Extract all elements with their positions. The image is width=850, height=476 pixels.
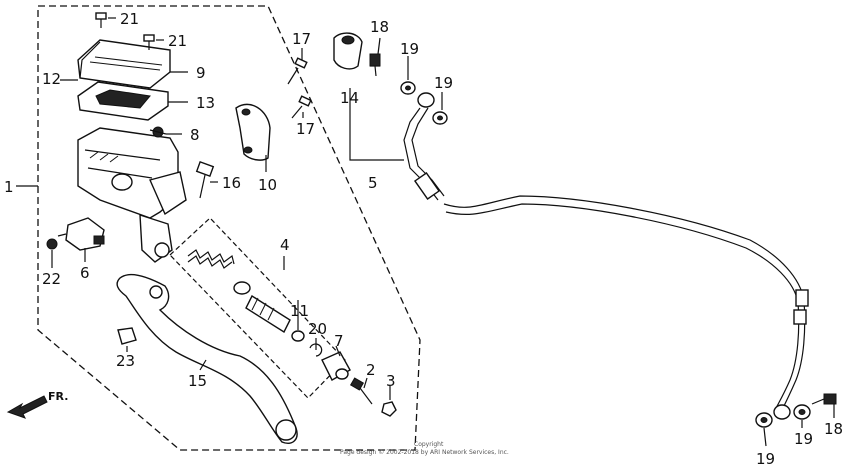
boot-7: [321, 351, 351, 381]
callout-23: 23: [116, 352, 135, 370]
screw-21-top: [95, 12, 107, 28]
callout-10: 10: [258, 176, 277, 194]
holder-10: [235, 103, 271, 161]
copyright-line-2: Page design © 2002-2018 by ARI Network S…: [340, 449, 509, 456]
callout-2: 2: [366, 361, 376, 379]
spring: [187, 249, 235, 269]
banjo-bolt-18-top: [369, 53, 381, 77]
callout-22: 22: [42, 270, 61, 288]
cap-23: [117, 327, 137, 345]
bolt-17-lower: [291, 95, 312, 119]
callout-19-b: 19: [434, 74, 453, 92]
copyright-line-1: Copyright: [414, 441, 444, 448]
callout-12: 12: [42, 70, 61, 88]
leader-lines: [16, 17, 835, 447]
callout-11: 11: [290, 302, 309, 320]
callout-19-c: 19: [756, 450, 775, 468]
callout-9: 9: [196, 64, 206, 82]
callout-16: 16: [222, 174, 241, 192]
callout-13: 13: [196, 94, 215, 112]
callout-14: 14: [340, 89, 359, 107]
callout-17-top: 17: [292, 30, 311, 48]
screw-22: [46, 238, 58, 250]
screw-8: [149, 126, 167, 138]
callout-21-second: 21: [168, 32, 187, 50]
bolt-16: [195, 161, 215, 199]
banjo-bolt-18-bottom: [811, 393, 837, 405]
switch-6: [57, 217, 105, 251]
callout-19-a: 19: [400, 40, 419, 58]
callout-18-top: 18: [370, 18, 389, 36]
piston: [245, 294, 291, 334]
diaphragm-plate: [77, 81, 169, 121]
callout-8: 8: [190, 126, 200, 144]
front-arrow-icon: [6, 395, 48, 419]
callout-4: 4: [280, 236, 290, 254]
pivot-bolt-2: [349, 377, 373, 405]
direction-label: FR.: [48, 390, 68, 403]
callout-7: 7: [334, 332, 344, 350]
callout-20: 20: [308, 320, 327, 338]
callout-19-d: 19: [794, 430, 813, 448]
callout-1: 1: [4, 178, 14, 196]
washer-19-b: [432, 111, 448, 125]
callout-3: 3: [386, 372, 396, 390]
hose-clamp-14: [333, 32, 363, 70]
callout-6: 6: [80, 264, 90, 282]
assembly-boundary: [37, 5, 421, 451]
washer-11: [291, 330, 305, 342]
clutch-lever-15: [116, 274, 298, 444]
clutch-hose-5: [403, 92, 809, 420]
callout-18-bottom: 18: [824, 420, 843, 438]
cup-seal: [233, 281, 251, 295]
callout-21-top: 21: [120, 10, 139, 28]
washer-19-a: [400, 81, 416, 95]
callout-15: 15: [188, 372, 207, 390]
bolt-17-upper: [287, 57, 308, 85]
washer-19-d: [793, 404, 811, 420]
callout-17-bottom: 17: [296, 120, 315, 138]
screw-21-second: [143, 34, 155, 50]
reservoir-cap: [77, 39, 171, 89]
washer-19-c: [755, 412, 773, 428]
circlip-20: [309, 343, 323, 357]
callout-5: 5: [368, 174, 378, 192]
master-cylinder-body: [77, 127, 187, 263]
nut-3: [381, 401, 397, 417]
